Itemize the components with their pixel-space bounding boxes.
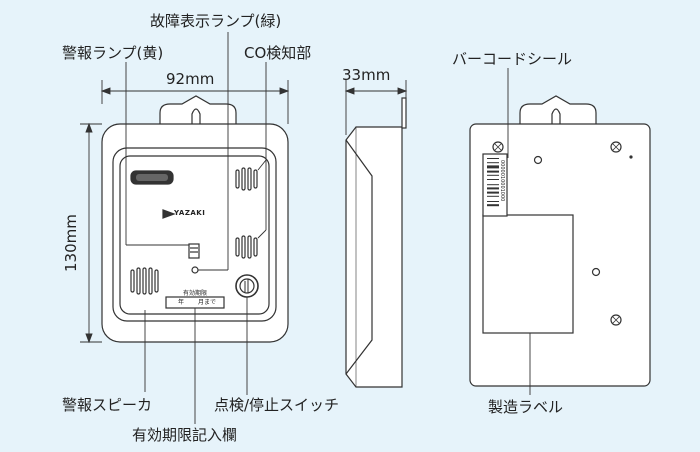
label-width: 92mm <box>166 70 215 88</box>
barcode-bar <box>487 165 499 169</box>
barcode-bar <box>487 162 499 164</box>
label-fault-lamp: 故障表示ランプ(緑) <box>150 12 282 30</box>
label-barcode-seal: バーコードシール <box>452 50 573 68</box>
barcode-bar <box>487 184 499 186</box>
label-depth: 33mm <box>342 66 391 84</box>
front-leader-lines <box>125 32 267 424</box>
barcode-number: 0000010001000 <box>499 160 505 202</box>
label-co-sensor: CO検知部 <box>244 44 312 62</box>
label-alarm-lamp: 警報ランプ(黄) <box>62 44 164 62</box>
side-body <box>345 126 403 388</box>
product-label <box>482 214 574 334</box>
width-dimension <box>100 80 290 124</box>
expiry-month: 月まで <box>198 299 217 306</box>
barcode-bar <box>487 191 499 194</box>
front-inner-panel <box>112 147 277 322</box>
barcode-bars <box>487 158 499 207</box>
label-height: 130mm <box>62 214 80 272</box>
alarm-lamp-inner <box>136 174 168 181</box>
front-emblem <box>188 243 200 259</box>
barcode-bar <box>487 204 499 207</box>
height-dimension <box>80 122 102 344</box>
barcode-bar <box>487 179 499 180</box>
barcode-bar <box>487 201 499 202</box>
fault-lamp <box>191 266 199 274</box>
label-expiry-field: 有効期限記入欄 <box>132 426 238 444</box>
barcode-bar <box>487 195 499 197</box>
label-check-switch: 点検/停止スイッチ <box>214 396 340 414</box>
depth-dimension <box>344 80 408 135</box>
co-sensor-vent-upper <box>235 167 258 191</box>
expiry-year: 年 <box>178 299 185 306</box>
label-alarm-speaker: 警報スピーカ <box>62 396 153 414</box>
barcode-bar <box>487 170 499 173</box>
label-product-label: 製造ラベル <box>488 398 564 416</box>
brand-mark <box>162 209 176 219</box>
back-view <box>469 95 651 387</box>
barcode-bar <box>487 174 499 176</box>
speaker-vent <box>130 267 159 295</box>
back-screws <box>492 141 633 326</box>
front-inner-panel-2 <box>119 155 270 315</box>
expiry-heading: 有効期限 <box>183 290 208 297</box>
side-view <box>345 97 407 388</box>
barcode-bar <box>487 158 499 159</box>
back-leader-lines <box>507 68 531 395</box>
co-sensor-vent-lower <box>235 235 258 259</box>
barcode-bar <box>487 187 499 190</box>
front-view <box>101 95 289 343</box>
brand-logo: YAZAKI <box>174 209 206 217</box>
